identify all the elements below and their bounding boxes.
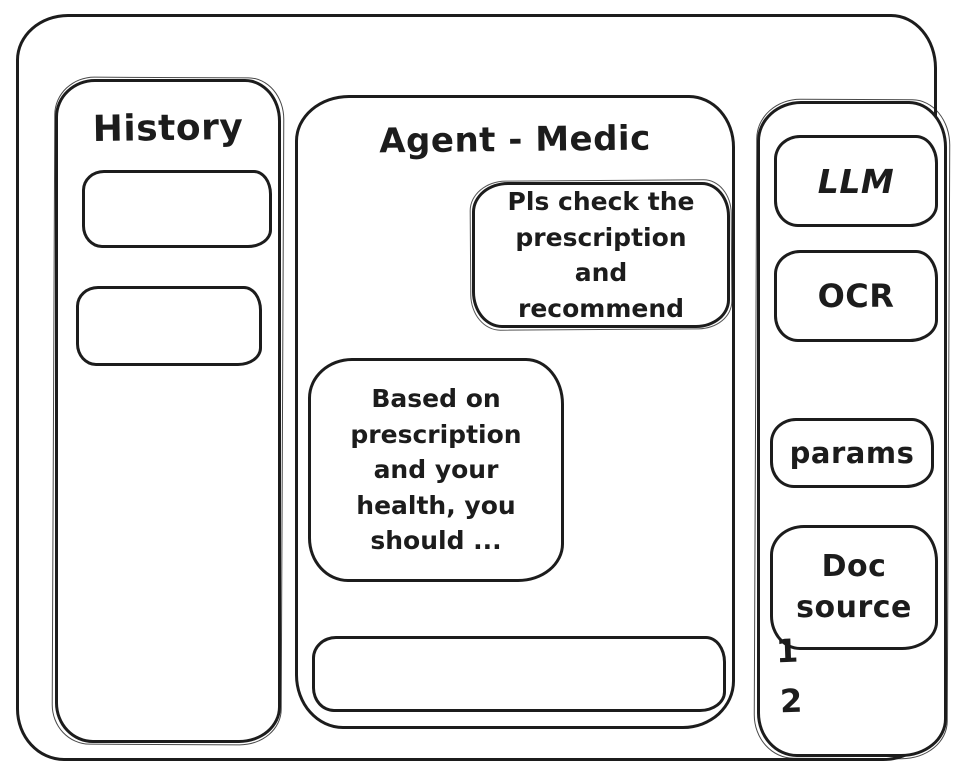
params-button-label: params (789, 436, 915, 470)
ocr-button[interactable]: OCR (774, 250, 938, 342)
llm-button-label: LLM (817, 161, 895, 201)
tools-panel: LLM OCR params Doc source 1 2 (757, 101, 947, 757)
llm-button[interactable]: LLM (774, 135, 938, 227)
doc-source-button[interactable]: Doc source (770, 525, 938, 650)
doc-source-item-1[interactable]: 1 (775, 631, 799, 671)
doc-source-item-2[interactable]: 2 (779, 681, 803, 721)
history-panel-title: History (92, 106, 244, 151)
assistant-message-text: Based on prescription and your health, y… (350, 384, 522, 556)
history-panel: History (55, 79, 281, 743)
history-item[interactable] (76, 286, 262, 366)
params-button[interactable]: params (770, 418, 934, 488)
history-item[interactable] (82, 170, 272, 248)
ocr-button-label: OCR (817, 277, 895, 315)
chat-panel: Agent - Medic Pls check the prescription… (295, 95, 735, 729)
message-input[interactable] (312, 636, 726, 712)
window-frame: History Agent - Medic Pls check the pres… (16, 14, 947, 761)
assistant-message-bubble: Based on prescription and your health, y… (308, 358, 564, 582)
chat-panel-title: Agent - Medic (379, 118, 651, 162)
user-message-bubble: Pls check the prescription and recommend (472, 182, 730, 328)
doc-source-button-label: Doc source (796, 549, 912, 625)
user-message-text: Pls check the prescription and recommend (507, 187, 695, 323)
